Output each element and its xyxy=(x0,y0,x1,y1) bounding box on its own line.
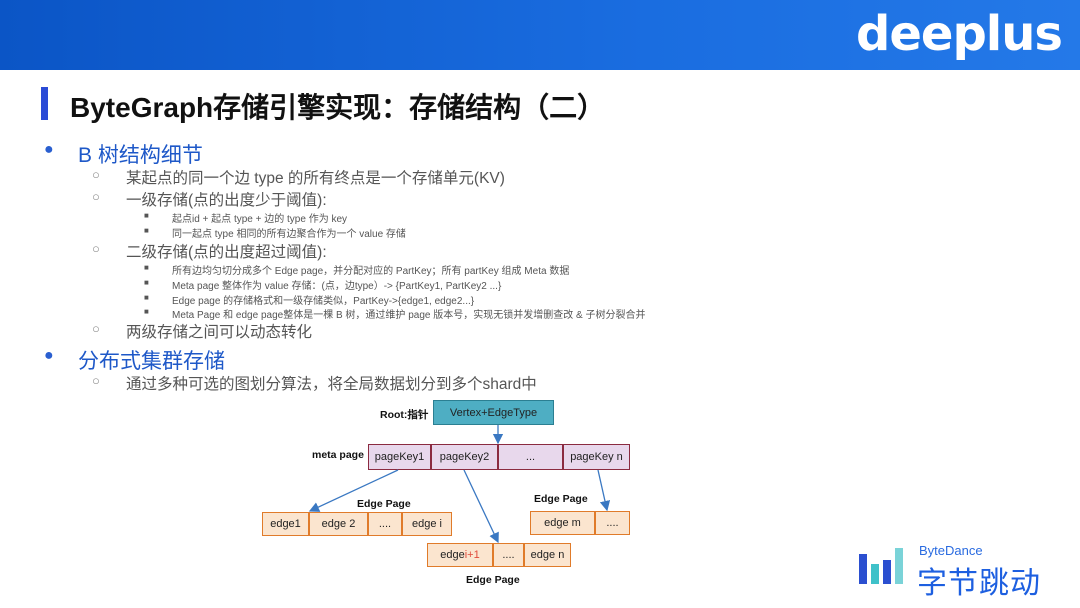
arrow-key2-to-group3 xyxy=(463,469,499,544)
detail-text: Meta page 整体作为 value 存储：(点，边type）-> {Par… xyxy=(172,281,502,292)
meta-page-label: meta page xyxy=(312,449,364,461)
bullet-text: B 树结构细节 xyxy=(78,144,203,167)
sub-bullet: ○ 一级存储(点的出度少于阈值): xyxy=(92,188,327,210)
bullet-distributed: ● 分布式集群存储 xyxy=(44,345,225,375)
detail-item: ■ Edge page 的存储格式和一级存储类似，PartKey->{edge1… xyxy=(144,292,475,307)
square-bullet-icon: ■ xyxy=(144,226,149,235)
arrow-keyn-to-group2 xyxy=(597,469,611,512)
detail-item: ■ 起点id + 起点 type + 边的 type 作为 key xyxy=(144,210,348,225)
circle-bullet-icon: ○ xyxy=(92,167,100,182)
square-bullet-icon: ■ xyxy=(144,211,149,220)
meta-cell: pageKey1 xyxy=(368,444,431,470)
detail-item: ■ Meta Page 和 edge page整体是一棵 B 树，通过维护 pa… xyxy=(144,306,646,321)
bytedance-en: ByteDance xyxy=(919,543,983,558)
square-bullet-icon: ■ xyxy=(144,263,149,272)
sub-bullet: ○ 两级存储之间可以动态转化 xyxy=(92,320,313,342)
bytedance-cn: 字节跳动 xyxy=(917,567,1041,600)
square-bullet-icon: ■ xyxy=(144,278,149,287)
detail-item: ■ 所有边均匀切分成多个 Edge page，并分配对应的 PartKey；所有… xyxy=(144,262,570,277)
circle-bullet-icon: ○ xyxy=(92,321,100,336)
edge-cell: edge n xyxy=(524,543,571,567)
edge-page-label: Edge Page xyxy=(534,493,588,505)
detail-item: ■ 同一起点 type 相同的所有边聚合作为一个 value 存储 xyxy=(144,225,406,240)
edge-prefix: edge xyxy=(440,549,465,561)
detail-text: 所有边均匀切分成多个 Edge page，并分配对应的 PartKey；所有 p… xyxy=(172,266,570,277)
title-accent-bar xyxy=(41,87,48,120)
edge-cell: edge i xyxy=(402,512,452,536)
square-bullet-icon: ■ xyxy=(144,307,149,316)
sub-bullet: ○ 二级存储(点的出度超过阈值): xyxy=(92,240,327,262)
sub-bullet-text: 通过多种可选的图划分算法，将全局数据划分到多个shard中 xyxy=(126,376,537,393)
sub-bullet-text: 二级存储(点的出度超过阈值): xyxy=(126,244,327,261)
slide-title: ByteGraph存储引擎实现：存储结构（二） xyxy=(70,92,606,123)
root-label: Root:指针 xyxy=(380,409,429,421)
sub-bullet: ○ 通过多种可选的图划分算法，将全局数据划分到多个shard中 xyxy=(92,372,537,394)
edge-index-highlight: i+1 xyxy=(464,549,480,561)
deeplus-logo: deeplus xyxy=(855,6,1063,62)
sub-bullet-text: 某起点的同一个边 type 的所有终点是一个存储单元(KV) xyxy=(126,170,505,187)
circle-bullet-icon: ○ xyxy=(92,241,100,256)
edge-cell: edge i+1 xyxy=(427,543,493,567)
meta-cell: ... xyxy=(498,444,563,470)
square-bullet-icon: ■ xyxy=(144,293,149,302)
sub-bullet-text: 两级存储之间可以动态转化 xyxy=(126,324,313,341)
circle-bullet-icon: ○ xyxy=(92,189,100,204)
bullet-dot-icon: ● xyxy=(44,141,54,158)
edge-cell: .... xyxy=(595,511,630,535)
arrow-key1-to-group1 xyxy=(308,469,399,512)
circle-bullet-icon: ○ xyxy=(92,373,100,388)
detail-item: ■ Meta page 整体作为 value 存储：(点，边type）-> {P… xyxy=(144,277,502,292)
edge-page-label: Edge Page xyxy=(466,574,520,586)
edge-cell: .... xyxy=(493,543,524,567)
root-box: Vertex+EdgeType xyxy=(433,400,554,425)
bytedance-logo-icon xyxy=(859,548,903,584)
detail-text: 起点id + 起点 type + 边的 type 作为 key xyxy=(172,214,348,225)
bullet-btree: ● B 树结构细节 xyxy=(44,139,203,169)
bullet-text: 分布式集群存储 xyxy=(78,350,225,373)
edge-cell: .... xyxy=(368,512,402,536)
sub-bullet-text: 一级存储(点的出度少于阈值): xyxy=(126,192,327,209)
meta-cell: pageKey2 xyxy=(431,444,498,470)
edge-cell: edge1 xyxy=(262,512,309,536)
detail-text: Meta Page 和 edge page整体是一棵 B 树，通过维护 page… xyxy=(172,310,646,321)
edge-cell: edge 2 xyxy=(309,512,368,536)
sub-bullet: ○ 某起点的同一个边 type 的所有终点是一个存储单元(KV) xyxy=(92,166,505,188)
header-bar: deeplus xyxy=(0,0,1080,70)
edge-cell: edge m xyxy=(530,511,595,535)
detail-text: Edge page 的存储格式和一级存储类似，PartKey->{edge1, … xyxy=(172,296,475,307)
bullet-dot-icon: ● xyxy=(44,347,54,364)
meta-cell: pageKey n xyxy=(563,444,630,470)
edge-page-label: Edge Page xyxy=(357,498,411,510)
detail-text: 同一起点 type 相同的所有边聚合作为一个 value 存储 xyxy=(172,229,406,240)
